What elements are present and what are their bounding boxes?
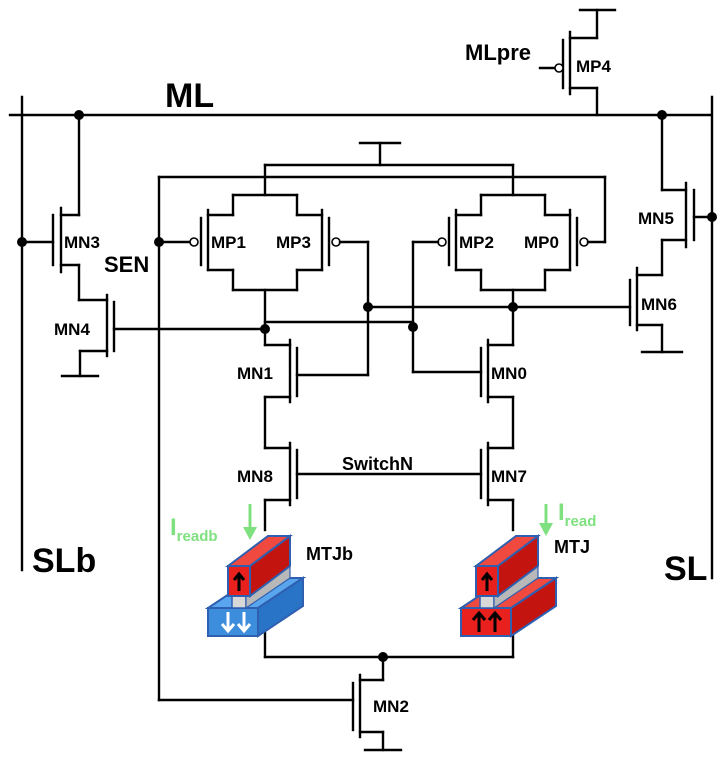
mp4-transistor [538,8,617,117]
mp2-label: MP2 [459,233,494,252]
iread-label: Iread [558,499,596,530]
mlpre-label: MLpre [465,40,531,65]
mn5-mn6-branch [366,113,714,354]
mn6-label: MN6 [641,295,677,314]
mn0-label: MN0 [491,364,527,383]
mtjb-device [204,534,307,638]
mn2-branch [157,628,515,752]
mn2-label: MN2 [373,697,409,716]
mn4-label: MN4 [54,320,90,339]
ml-label: ML [165,77,214,115]
mn5-label: MN5 [638,209,674,228]
junction-dots [17,110,717,662]
mp1-mp3-pair [157,193,370,377]
mn8-mn7-pair [263,441,515,532]
iread-arrow [539,504,553,536]
mn3-mn4-branch [20,113,267,378]
mn7-label: MN7 [491,467,527,486]
mp4-label: MP4 [576,57,612,76]
switchn-label: SwitchN [342,454,413,474]
mn8-label: MN8 [237,467,273,486]
mp0-label: MP0 [524,233,559,252]
mp1-label: MP1 [211,233,246,252]
mn1-label: MN1 [237,364,273,383]
ireadb-label: Ireadb [170,514,218,545]
mp3-label: MP3 [276,233,311,252]
sen-label: SEN [104,252,149,277]
mn3-label: MN3 [64,233,100,252]
ireadb-arrow [243,504,257,540]
mtjb-label: MTJb [306,544,353,564]
mtj-label: MTJ [554,537,590,557]
mp2-mp0-pair [263,193,607,374]
mn1-mn0-pair [263,338,515,450]
mtj-device [457,534,560,638]
sl-label: SL [664,550,707,588]
sense-amp-supply [157,141,607,702]
slb-label: SLb [32,542,96,580]
